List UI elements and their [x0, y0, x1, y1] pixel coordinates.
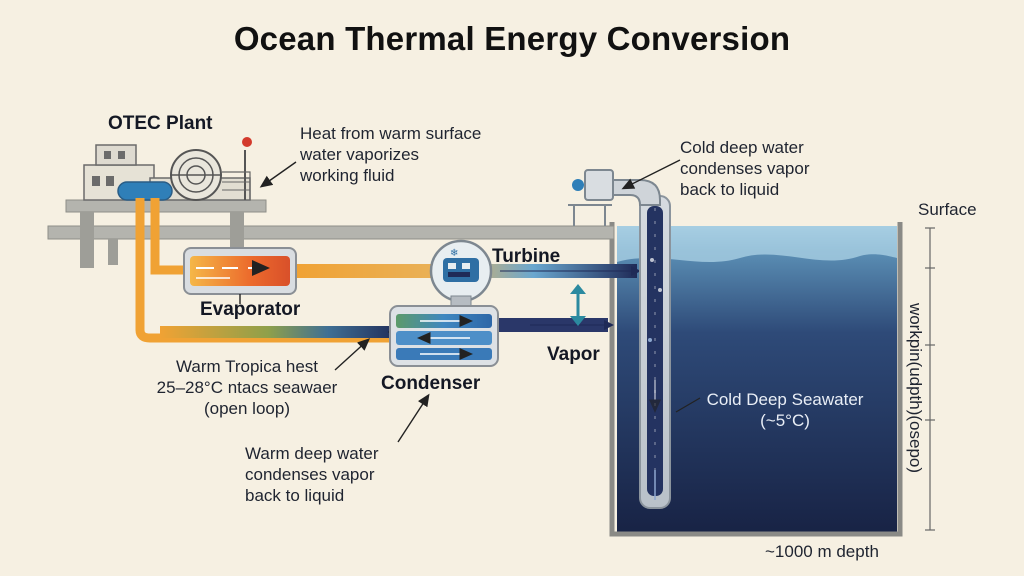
cold-deep-line-1: Cold Deep Seawater [706, 390, 864, 409]
cold-note-line-2: condenses vapor [680, 159, 810, 178]
heat-note-line-1: Heat from warm surface [300, 124, 482, 143]
warm-tropical-note: Warm Tropica hest 25–28°C ntacs seawaer … [132, 356, 362, 419]
cold-deep-line-2: (~5°C) [760, 411, 810, 430]
cold-note-line-3: back to liquid [680, 180, 780, 199]
condenser [389, 305, 499, 367]
svg-text:❄: ❄ [450, 248, 458, 259]
turbine-label: Turbine [492, 246, 561, 267]
vapor-line-bottom [160, 318, 614, 338]
cold-water-pipe [639, 195, 671, 509]
condenser-label: Condenser [381, 373, 481, 394]
heat-note-line-3: working fluid [300, 166, 395, 185]
heat-note-line-2: water vaporizes [300, 145, 420, 164]
teal-double-arrow [570, 284, 586, 326]
depth-axis [925, 227, 935, 531]
depth-bottom-label: ~1000 m depth [765, 542, 879, 561]
platform [47, 199, 615, 268]
otec-plant-label: OTEC Plant [108, 113, 213, 134]
evaporator [183, 247, 297, 295]
leader-lines [239, 159, 701, 443]
warm-water-pipe [135, 198, 392, 343]
diagram-title: Ocean Thermal Energy Conversion [233, 20, 791, 57]
warm-deep-line-1: Warm deep water [245, 444, 379, 463]
depth-axis-label: workpin(udpth)(osepo) [906, 302, 925, 474]
warm-tropical-line-3: (open loop) [203, 399, 290, 418]
warm-deep-note: Warm deep water condenses vapor back to … [245, 443, 379, 506]
heat-note: Heat from warm surface water vaporizes w… [300, 123, 481, 186]
turbine: ❄ [429, 239, 493, 307]
cold-note-line-1: Cold deep water [680, 138, 804, 157]
evaporator-label: Evaporator [200, 299, 301, 320]
surface-label: Surface [918, 200, 977, 219]
warm-deep-line-3: back to liquid [245, 486, 345, 505]
vapor-label: Vapor [547, 344, 600, 365]
otec-plant-building [83, 137, 252, 201]
warm-tropical-line-1: Warm Tropica hest [175, 357, 319, 376]
warm-deep-line-2: condenses vapor [245, 465, 375, 484]
warm-tropical-line-2: 25–28°C ntacs seawaer [156, 378, 338, 397]
cold-water-note: Cold deep water condenses vapor back to … [680, 137, 809, 200]
cold-deep-seawater-label: Cold Deep Seawater (~5°C) [690, 389, 880, 431]
